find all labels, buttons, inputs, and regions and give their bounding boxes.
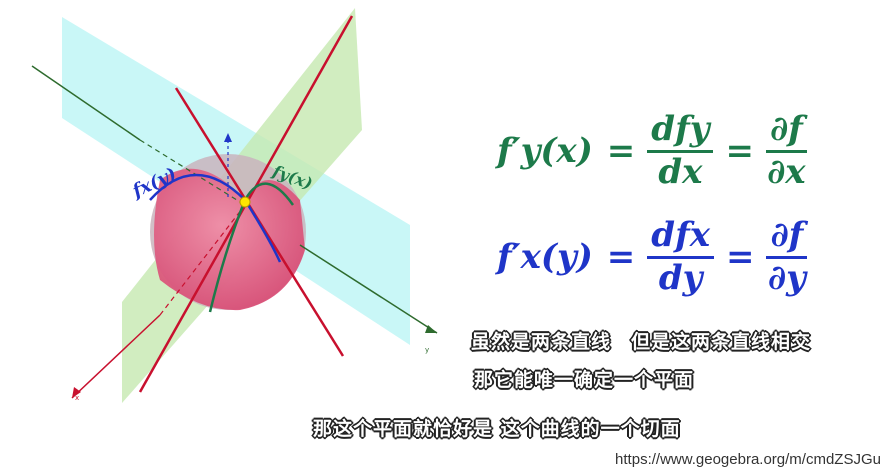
curve-fx <box>149 173 282 263</box>
subtitle-line-2: 那它能唯一确定一个平面 <box>474 369 695 391</box>
formula-fx-lhs: f′x(y) <box>497 237 593 278</box>
equals-sign: = <box>606 131 636 172</box>
fraction-numerator: ∂f <box>766 217 808 259</box>
curve-fy-lower <box>208 199 247 313</box>
fraction-numerator: dfx <box>647 217 714 259</box>
equals-sign: = <box>725 237 755 278</box>
axis-label-x: x <box>75 394 79 402</box>
subtitle-line-3: 那这个平面就恰好是 这个曲线的一个切面 <box>313 418 681 440</box>
axis-line-green-right <box>299 244 438 334</box>
axis-arrow-right-icon <box>425 325 437 333</box>
fraction-dfy-dx: dfy dx <box>647 111 714 192</box>
fraction-partial-f-x: ∂f ∂x <box>765 111 807 192</box>
tangent-point <box>239 196 251 208</box>
equals-sign: = <box>606 237 636 278</box>
axis-line-red <box>71 314 161 399</box>
watermark-url: https://www.geogebra.org/m/cmdZSJGu <box>615 451 881 468</box>
formula-fy-lhs: f′y(x) <box>497 131 593 172</box>
formula-fy-derivative: f′y(x) = dfy dx = ∂f ∂x <box>497 111 813 192</box>
fraction-numerator: ∂f <box>765 111 807 153</box>
fraction-partial-f-y: ∂f ∂y <box>766 217 808 298</box>
curve-fy <box>243 182 295 206</box>
fraction-denominator: dy <box>658 257 703 298</box>
axis-arrow-up-icon <box>224 133 232 142</box>
fraction-numerator: dfy <box>647 111 714 153</box>
axis-line-green <box>31 65 141 141</box>
fraction-denominator: dx <box>658 151 703 192</box>
formula-fx-derivative: f′x(y) = dfx dy = ∂f ∂y <box>497 217 813 298</box>
subtitle-line-1: 虽然是两条直线 但是这两条直线相交 <box>471 331 812 353</box>
fraction-denominator: ∂x <box>767 151 806 192</box>
fraction-denominator: ∂y <box>767 257 806 298</box>
axis-label-y: y <box>425 346 429 354</box>
equals-sign: = <box>725 131 754 172</box>
fraction-dfx-dy: dfx dy <box>647 217 714 298</box>
axis-arrow-down-icon <box>72 387 81 398</box>
